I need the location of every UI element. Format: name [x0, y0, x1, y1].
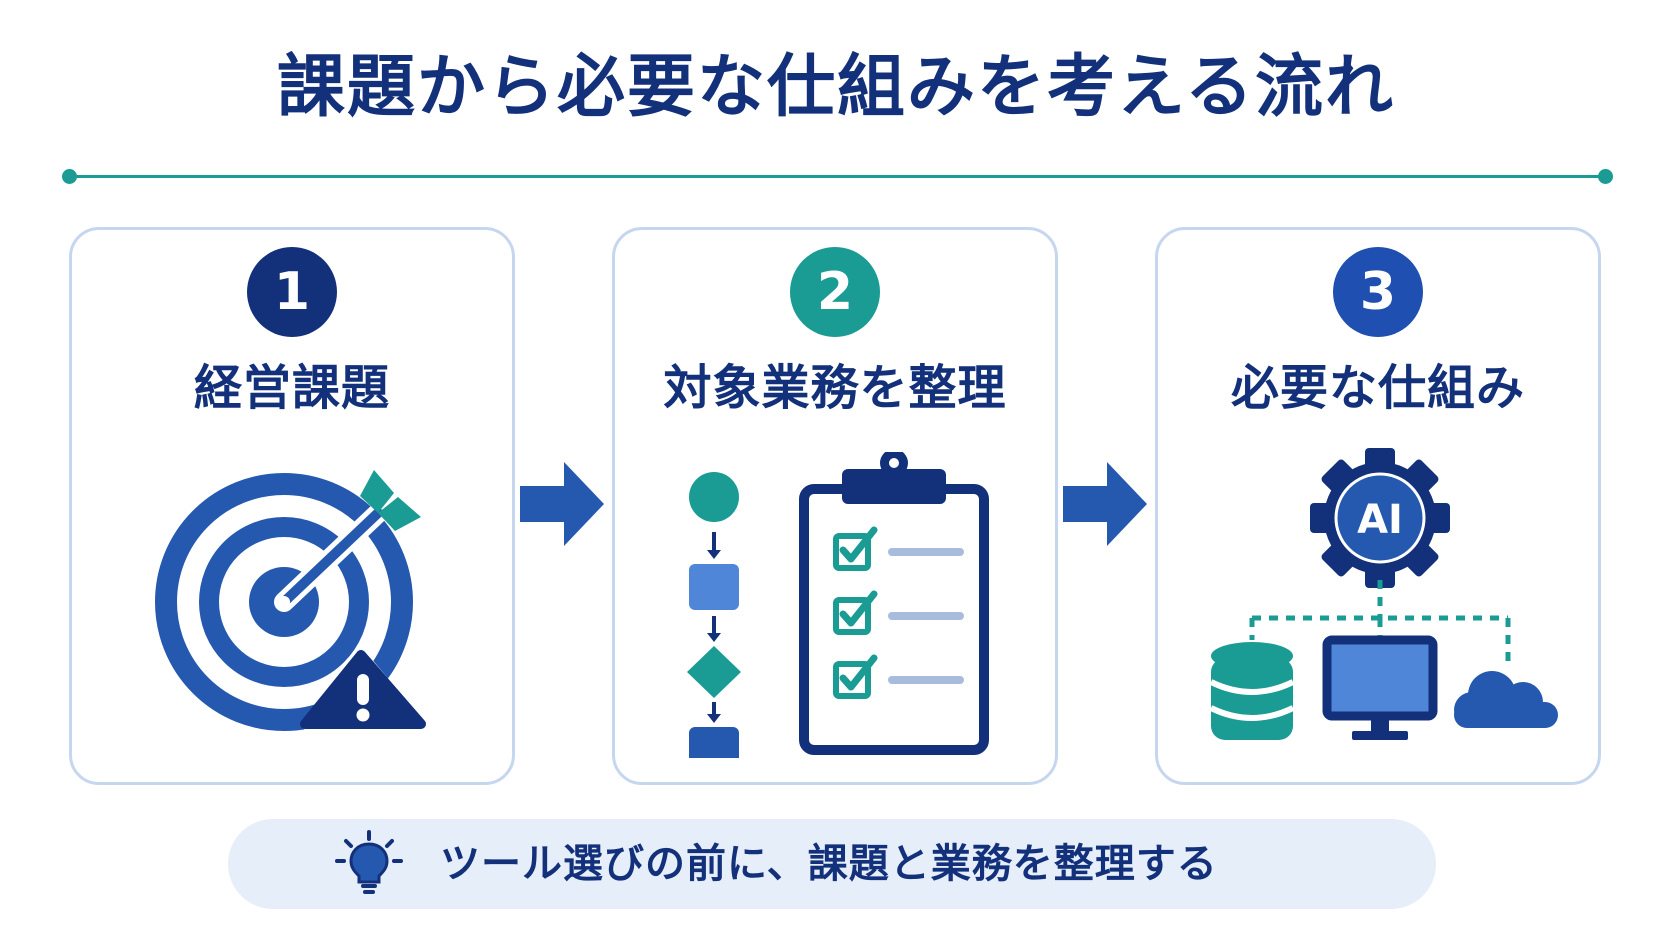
monitor-icon [1322, 635, 1438, 740]
flowchart-checklist-icon [687, 452, 989, 758]
arrow-right-icon [1063, 462, 1147, 546]
ai-gear-icon: AI [1310, 448, 1450, 588]
step-number-badge-2: 2 [790, 247, 880, 337]
step-number-badge-3: 3 [1333, 247, 1423, 337]
title-divider [70, 175, 1606, 178]
ai-label: AI [1357, 497, 1403, 543]
lightbulb-icon [335, 830, 403, 894]
target-warning-icon [155, 470, 426, 732]
step-title-1: 経営課題 [193, 360, 390, 416]
clipboard-icon [799, 452, 989, 755]
ai-systems-icon: AI [1209, 448, 1558, 740]
tip-text: ツール選びの前に、課題と業務を整理する [440, 841, 1218, 887]
step-title-3: 必要な仕組み [1230, 360, 1525, 416]
step-title-2: 対象業務を整理 [663, 360, 1007, 416]
cloud-icon [1454, 671, 1558, 728]
flowchart-icon [687, 472, 741, 758]
step-number-badge-1: 1 [247, 247, 337, 337]
step-card-2: 2 対象業務を整理 [612, 227, 1058, 785]
step-card-3: 3 必要な仕組み AI [1155, 227, 1601, 785]
step-card-1: 1 経営課題 [69, 227, 515, 785]
divider-dot-right [1598, 169, 1613, 184]
divider-dot-left [62, 169, 77, 184]
connector-lines [1249, 580, 1511, 668]
tip-banner: ツール選びの前に、課題と業務を整理する [228, 819, 1436, 909]
arrow-right-icon [520, 462, 604, 546]
database-icon [1209, 642, 1295, 740]
page-title: 課題から必要な仕組みを考える流れ [277, 48, 1395, 127]
